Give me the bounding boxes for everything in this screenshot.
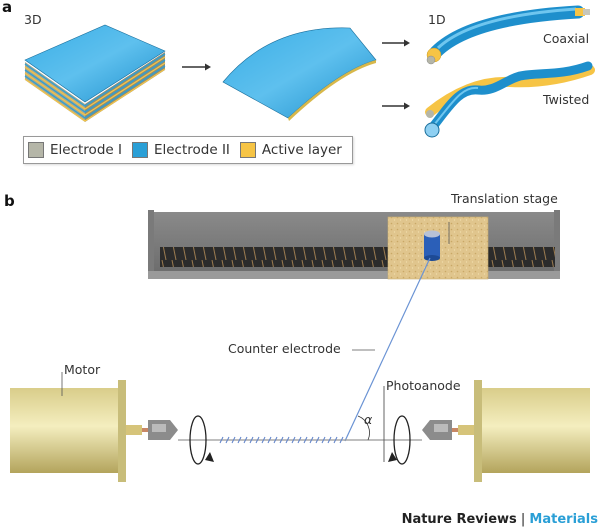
label-translation-stage: Translation stage xyxy=(451,191,558,206)
flexible-sheet xyxy=(222,27,377,121)
chuck-right xyxy=(422,420,458,440)
legend-item-active-layer: Active layer xyxy=(239,142,342,158)
legend-item-electrode-i: Electrode I xyxy=(28,142,122,158)
legend: Electrode I Electrode II Active layer xyxy=(23,136,353,164)
twisted-fiber xyxy=(424,61,595,138)
label-angle-alpha: α xyxy=(364,412,373,427)
wound-counter-electrode xyxy=(219,436,344,444)
journal-name: Nature Reviews xyxy=(401,512,517,527)
motor-left xyxy=(10,380,142,482)
swatch-electrode-ii xyxy=(131,142,148,158)
label-3d: 3D xyxy=(24,12,42,27)
label-counter-electrode: Counter electrode xyxy=(228,341,341,356)
swatch-electrode-i xyxy=(28,142,44,158)
swatch-active-layer xyxy=(239,142,256,158)
arrow-icon xyxy=(382,102,410,110)
chuck-left xyxy=(142,420,178,440)
stacked-electrode-block xyxy=(24,24,166,122)
journal-credit: Nature Reviews | Materials xyxy=(402,512,598,527)
legend-label: Electrode I xyxy=(50,142,122,158)
journal-section: Materials xyxy=(529,512,598,527)
legend-item-electrode-ii: Electrode II xyxy=(131,142,230,158)
rotation-arrow-icon xyxy=(189,415,214,465)
linear-rail xyxy=(148,210,560,279)
label-photoanode: Photoanode xyxy=(386,378,461,393)
counter-electrode-holder xyxy=(424,230,440,261)
rotation-arrow-icon xyxy=(388,415,411,465)
legend-label: Electrode II xyxy=(153,142,230,158)
arrow-icon xyxy=(382,39,410,47)
panel-label-b: b xyxy=(4,192,15,210)
label-coaxial: Coaxial xyxy=(543,31,590,46)
arrow-icon xyxy=(182,63,211,71)
counter-electrode-wire xyxy=(344,257,431,442)
panel-label-a: a xyxy=(2,0,13,16)
angle-arc xyxy=(357,415,370,441)
label-twisted: Twisted xyxy=(543,92,590,107)
coaxial-fiber xyxy=(426,5,590,65)
legend-label: Active layer xyxy=(261,142,342,158)
label-motor: Motor xyxy=(64,362,101,377)
separator: | xyxy=(516,512,530,527)
motor-right xyxy=(458,380,590,482)
label-1d: 1D xyxy=(428,12,446,27)
